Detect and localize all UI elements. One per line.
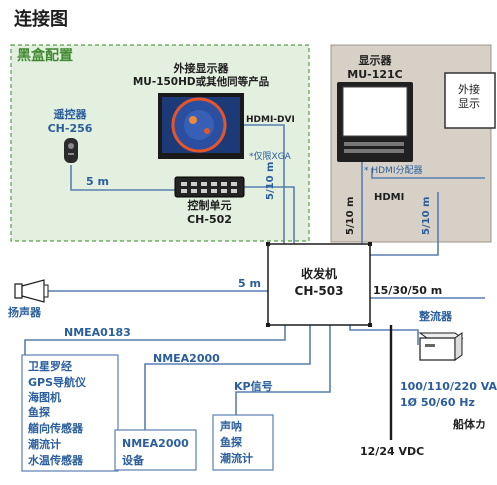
control-unit-graphic [174, 176, 245, 198]
cable-nmea0183 [24, 325, 286, 355]
transceiver-name: 收发机 [300, 267, 337, 281]
nmea2000-device-line1: NMEA2000 [122, 437, 189, 450]
right-cable-length: 5/10 m [421, 196, 432, 235]
kp-device: 鱼探 [220, 436, 242, 449]
rectifier-label: 整流器 [419, 310, 452, 323]
control-unit-name: 控制单元 [187, 199, 232, 212]
speaker-label: 扬声器 [8, 306, 41, 319]
nmea2000-device-line2: 设备 [122, 454, 144, 467]
blackbox-title: 黑盒配置 [17, 48, 73, 64]
kp-label: KP信号 [234, 380, 273, 393]
nmea0183-device-box [21, 354, 119, 472]
cable-control [244, 186, 295, 244]
monitor-name: 显示器 [358, 54, 392, 67]
nmea0183-device: 水温传感器 [28, 454, 83, 467]
transceiver-model: CH-503 [294, 284, 344, 298]
nmea0183-device: 鱼探 [28, 406, 50, 419]
ext-display-right-graphic [444, 72, 496, 129]
hdmi-dvi-label: HDMI-DVI [246, 115, 295, 125]
nmea0183-device: 潮流计 [28, 438, 61, 451]
speaker-cable-length: 5 m [238, 277, 261, 290]
ext-display-model: MU-150HD或其他同等产品 [132, 76, 270, 88]
monitor-cable-length: 5/10 m [345, 196, 356, 235]
cable-kp [235, 325, 331, 415]
connection-diagram: 连接图 黑盒配置 外接显示器 MU-150HD或其他同等产品 HDMI-DVI … [8, 9, 497, 472]
ext-display-right-line1: 外接 [458, 83, 480, 96]
nmea2000-device-box [114, 429, 197, 471]
ac-power-voltage: 100/110/220 VA [400, 380, 497, 393]
xga-note: *仅限XGA [249, 152, 291, 162]
dc-power-label: 12/24 VDC [360, 445, 425, 458]
remote-graphic [64, 138, 78, 163]
cable-ext-display [244, 124, 285, 244]
remote-name: 遥控器 [53, 108, 87, 121]
cables [24, 124, 485, 430]
kp-device: 潮流计 [220, 452, 253, 465]
kp-device: 声呐 [220, 420, 242, 433]
ship-label: 船体カ [453, 418, 486, 431]
rectifier-graphic [418, 332, 464, 361]
remote-model: CH-256 [47, 122, 93, 135]
ext-display-name: 外接显示器 [173, 62, 229, 75]
hdmi-splitter-label: * HDMI分配器 [364, 166, 423, 176]
tx-cable-length: 15/30/50 m [373, 284, 443, 297]
nmea0183-device: 艏向传感器 [28, 422, 83, 435]
ac-power-frequency: 1Ø 50/60 Hz [400, 396, 475, 409]
ext-display-graphic [158, 93, 244, 159]
nmea0183-label: NMEA0183 [64, 326, 131, 339]
control-unit-model: CH-502 [187, 213, 232, 226]
kp-device-box [212, 414, 274, 471]
page-title: 连接图 [14, 9, 68, 30]
monitor-model: MU-121C [347, 68, 403, 81]
speaker-graphic [14, 279, 49, 303]
cable-remote [70, 165, 175, 191]
cable-rectifier [349, 325, 419, 345]
nmea0183-device: 卫星罗经 [28, 360, 72, 373]
nmea2000-label: NMEA2000 [153, 352, 220, 365]
cable-right [370, 192, 439, 256]
nmea0183-device: GPS导航仪 [28, 376, 87, 389]
control-cable-length: 5/10 m [265, 161, 276, 200]
transceiver-graphic [266, 242, 372, 327]
nmea0183-device: 海图机 [28, 391, 61, 404]
cable-nmea2000 [144, 325, 311, 430]
cable-hdmi [371, 168, 485, 179]
diagram-graphics [10, 44, 496, 472]
monitor-graphic [337, 82, 413, 162]
ext-display-right-line2: 显示 [458, 97, 480, 110]
remote-cable-length: 5 m [86, 175, 109, 188]
hdmi-label: HDMI [374, 192, 405, 203]
